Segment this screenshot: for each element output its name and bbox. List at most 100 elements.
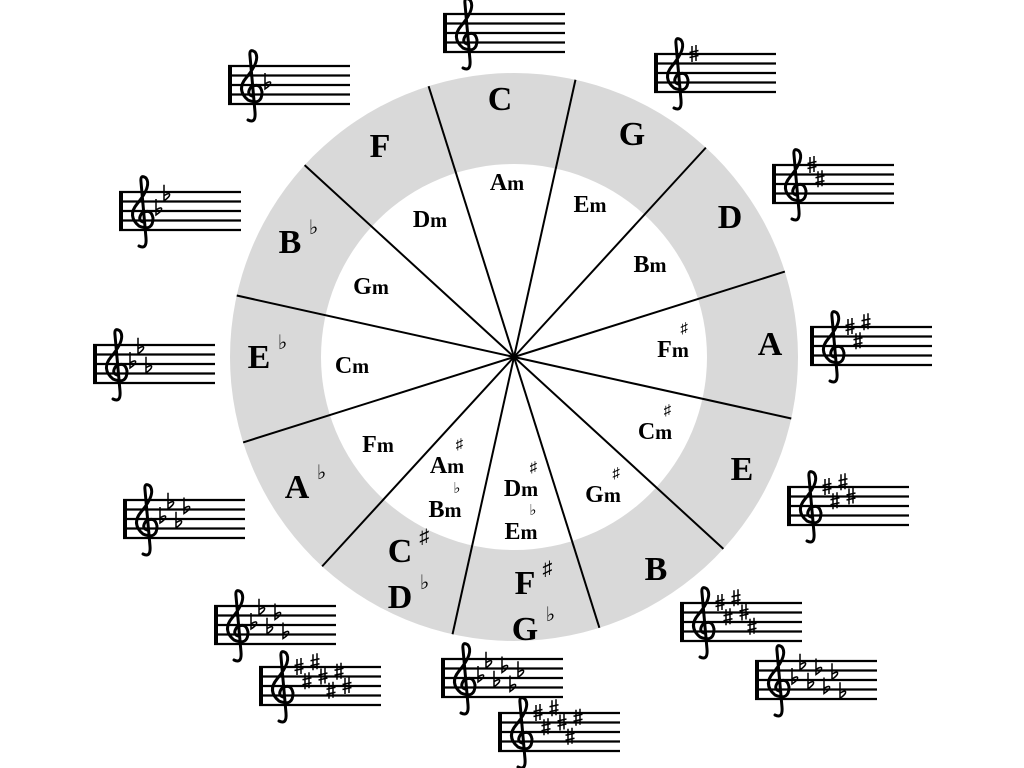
sharp-icon (557, 713, 567, 731)
flat-symbol: ♭ (277, 332, 288, 354)
flat-icon (791, 668, 799, 686)
flat-icon (823, 677, 831, 695)
flat-icon (167, 492, 175, 511)
treble-clef-icon (784, 148, 808, 222)
staff-bar (787, 486, 791, 526)
staff-bar (810, 326, 814, 366)
flat-icon (250, 613, 258, 631)
sharp-icon (853, 332, 863, 350)
staff-bar (680, 602, 684, 642)
treble-clef-icon (510, 696, 534, 768)
minor-key-label: Fm (362, 433, 394, 457)
minor-suffix: m (649, 255, 667, 277)
major-key-label: F♯ (514, 559, 553, 602)
sharp-icon (342, 677, 352, 694)
minor-key-label: Gm♯ (585, 467, 621, 508)
segment-divider (513, 356, 601, 629)
major-key-label: A♭ (285, 463, 327, 505)
minor-key-label: Gm (353, 275, 389, 299)
treble-clef-icon (822, 310, 846, 384)
treble-clef-icon (105, 328, 129, 402)
minor-suffix: m (671, 340, 689, 362)
staff-bar (441, 658, 445, 698)
key-signature-staff (441, 642, 563, 716)
key-root: F (362, 432, 377, 458)
sharp-icon (846, 487, 856, 505)
segment-divider (303, 164, 515, 358)
key-root: G (618, 116, 646, 153)
flat-symbol: ♭ (419, 572, 430, 594)
sharp-icon (565, 727, 575, 745)
key-root: G (585, 482, 604, 508)
staff-bar (228, 65, 232, 105)
segment-divider (513, 356, 725, 550)
minor-key-label: Dm♯ (504, 461, 539, 502)
minor-suffix: m (589, 195, 607, 217)
flat-icon (137, 337, 145, 356)
sharp-icon (747, 617, 757, 635)
flat-icon (831, 663, 839, 681)
segment-divider (242, 356, 515, 444)
flat-icon (509, 675, 517, 693)
minor-suffix: m (521, 479, 539, 501)
key-root: A (489, 170, 508, 196)
flat-icon (282, 622, 290, 640)
key-root: C (487, 81, 513, 118)
major-key-label: F (370, 130, 391, 164)
flat-icon (266, 617, 274, 636)
sharp-icon (715, 594, 725, 611)
minor-suffix: m (603, 485, 621, 507)
flat-icon (807, 672, 815, 691)
treble-clef-icon (135, 483, 159, 557)
flat-icon (477, 666, 485, 684)
key-root: F (657, 337, 672, 363)
key-root: D (387, 579, 413, 616)
major-key-label: C♯ (388, 527, 430, 569)
sharp-icon (689, 45, 699, 62)
minor-key-label: Fm ♯ (657, 322, 689, 363)
flat-icon (145, 356, 153, 375)
segment-divider (451, 356, 515, 635)
major-key-label: D (718, 201, 743, 235)
sharp-icon (302, 672, 312, 690)
sharp-icon (294, 658, 304, 675)
treble-clef-icon (767, 644, 791, 718)
key-root: D (412, 207, 431, 233)
key-root: D (717, 199, 743, 236)
sharp-icon (861, 313, 871, 331)
sharp-symbol: ♯ (529, 460, 538, 476)
sharp-symbol: ♯ (680, 321, 688, 337)
sharp-icon (838, 473, 848, 491)
sharp-icon (310, 653, 320, 671)
minor-key-label: Am (490, 171, 524, 195)
major-key-label: A (758, 328, 783, 362)
sharp-icon (815, 170, 825, 188)
key-root: G (511, 611, 539, 648)
sharp-icon (541, 718, 551, 736)
segment-divider (513, 356, 792, 420)
flat-icon (493, 670, 501, 689)
key-signature-staff (228, 49, 350, 123)
sharp-icon (334, 662, 344, 680)
minor-key-enharmonic-label: Em♭ (504, 504, 538, 545)
minor-key-label: Am♯ (430, 438, 465, 479)
minor-suffix: m (520, 522, 538, 544)
key-signature-staff (498, 696, 620, 768)
segment-divider (513, 79, 577, 358)
treble-clef-icon (692, 586, 716, 660)
staff-bar (443, 13, 447, 53)
flat-symbol: ♭ (316, 462, 327, 484)
key-root: F (514, 565, 536, 602)
treble-clef-icon (271, 650, 295, 724)
sharp-symbol: ♯ (663, 403, 672, 419)
treble-clef-icon (226, 589, 250, 663)
minor-suffix: m (447, 456, 465, 478)
flat-icon (264, 73, 272, 91)
flat-icon (163, 184, 171, 203)
minor-suffix: m (430, 210, 448, 232)
key-signature-staff (787, 470, 909, 544)
segment-divider (321, 356, 515, 568)
flat-icon (501, 656, 509, 674)
key-root: C (637, 419, 656, 445)
